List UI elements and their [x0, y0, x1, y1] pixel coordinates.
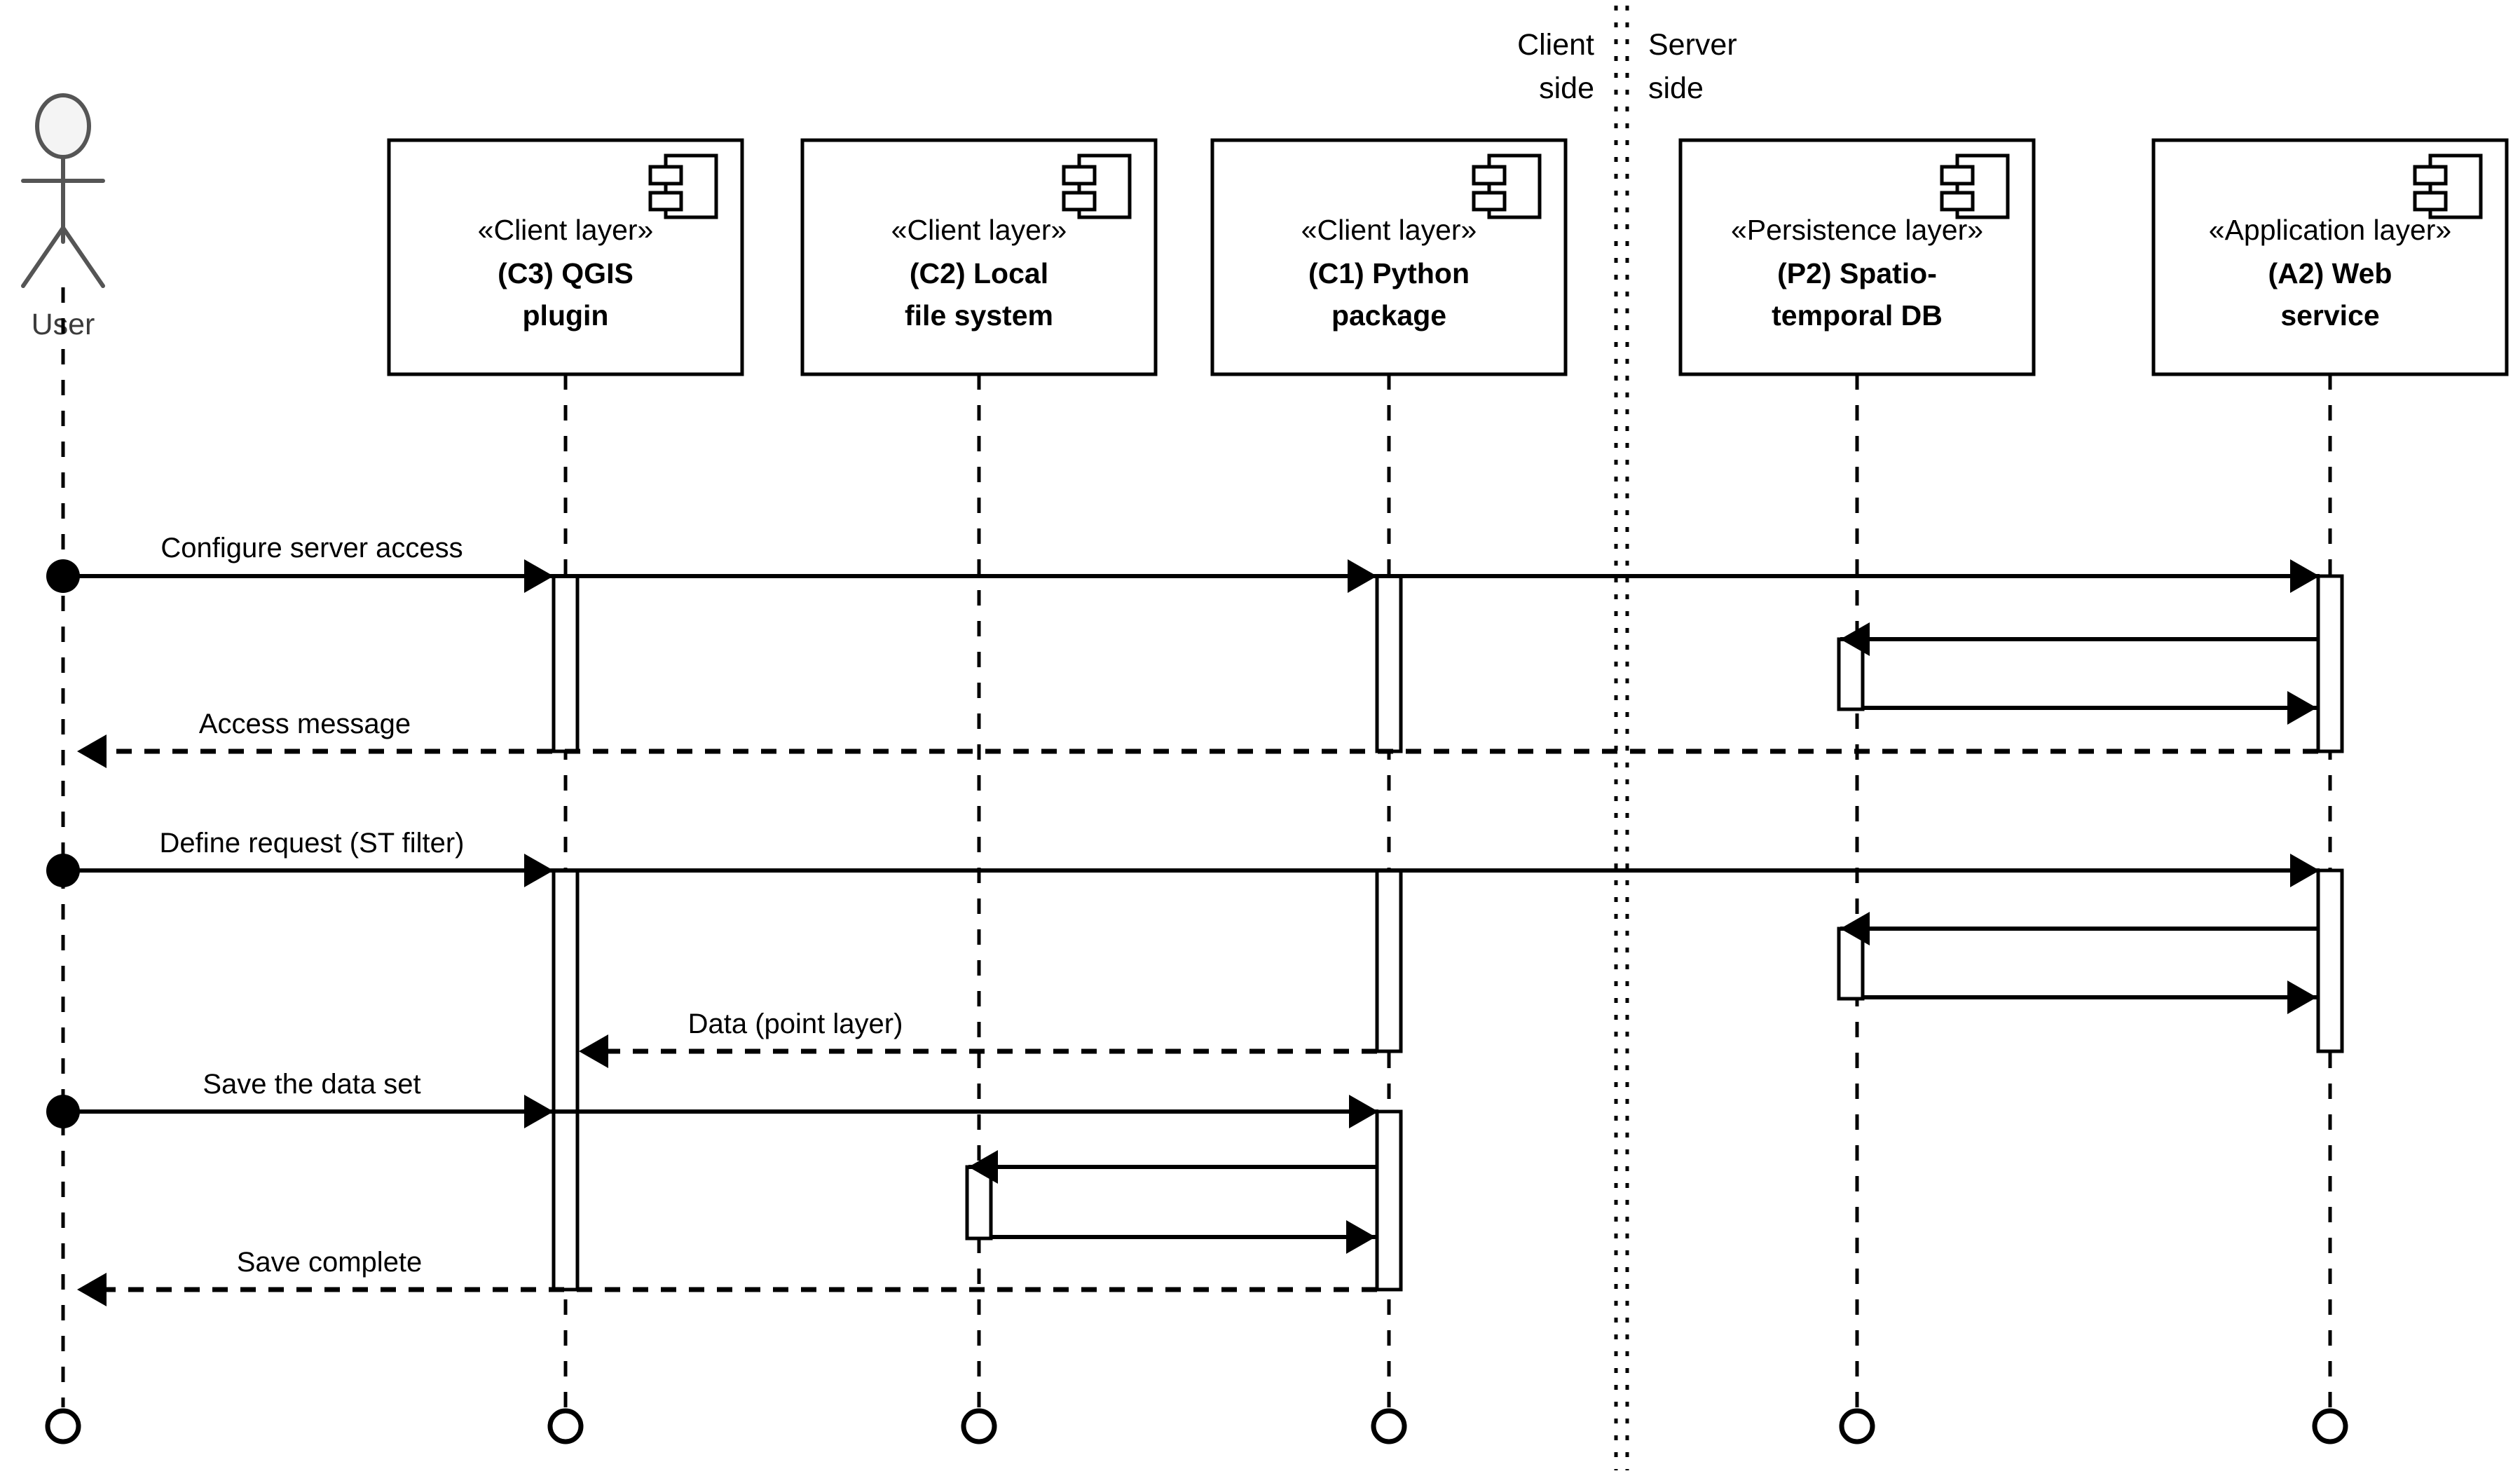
participant-c2-name-line2: file system — [905, 299, 1053, 332]
actor-head-icon — [35, 93, 91, 159]
participant-c1[interactable]: «Client layer» (C1) Python package — [1210, 138, 1568, 376]
lifeline-end-c3 — [547, 1408, 584, 1444]
message-label-9: Save the data set — [203, 1069, 420, 1100]
activation-c1-3 — [1375, 1109, 1403, 1292]
component-icon — [1940, 153, 2010, 219]
participant-c3[interactable]: «Client layer» (C3) QGIS plugin — [387, 138, 744, 376]
participant-c1-stereotype: «Client layer» — [1301, 214, 1477, 246]
server-side-label-line2: side — [1648, 71, 1704, 105]
message-c1-to-c2[interactable] — [968, 1150, 1377, 1184]
message-label-1: Configure server access — [160, 533, 463, 563]
participant-a2[interactable]: «Application layer» (A2) Web service — [2151, 138, 2509, 376]
participant-c2-name-line1: (C2) Local — [910, 257, 1048, 289]
lifeline-end-c1 — [1371, 1408, 1407, 1444]
activation-p2-1 — [1837, 637, 1865, 711]
message-p2-to-a2-1[interactable] — [1863, 691, 2317, 725]
message-label-5: Define request (ST filter) — [160, 828, 465, 859]
message-label-8: Data (point layer) — [688, 1009, 903, 1039]
message-configure-server-access[interactable]: Configure server access — [46, 533, 2320, 593]
message-save-the-data-set[interactable]: Save the data set — [46, 1069, 1378, 1128]
activation-c3-1 — [552, 574, 580, 753]
participant-p2-name-line2: temporal DB — [1772, 299, 1943, 332]
message-a2-to-p2-1[interactable] — [1840, 622, 2318, 656]
component-icon — [2413, 153, 2483, 219]
participant-a2-name-line1: (A2) Web — [2268, 257, 2392, 289]
participant-c2[interactable]: «Client layer» (C2) Local file system — [800, 138, 1158, 376]
component-icon — [1062, 153, 1132, 219]
server-side-label-line1: Server — [1648, 28, 1737, 62]
participant-a2-stereotype: «Application layer» — [2209, 214, 2451, 246]
component-icon — [1472, 153, 1542, 219]
lifeline-end-p2 — [1839, 1408, 1875, 1444]
participant-a2-name-line2: service — [2280, 299, 2379, 332]
message-label-12: Save complete — [237, 1247, 423, 1278]
participant-p2-name-line1: (P2) Spatio- — [1777, 257, 1937, 289]
message-save-complete[interactable]: Save complete — [77, 1247, 1377, 1306]
activation-c1-2 — [1375, 868, 1403, 1053]
message-define-request[interactable]: Define request (ST filter) — [46, 828, 2320, 887]
message-data-point-layer[interactable]: Data (point layer) — [579, 1009, 1377, 1068]
activation-a2-1 — [2316, 574, 2344, 753]
message-c2-to-c1[interactable] — [991, 1220, 1376, 1254]
message-p2-to-a2-2[interactable] — [1863, 980, 2317, 1014]
message-label-4: Access message — [199, 709, 411, 739]
participant-c1-name-line2: package — [1331, 299, 1446, 332]
client-server-boundary — [1614, 6, 1629, 1470]
participant-c3-stereotype: «Client layer» — [478, 214, 654, 246]
lifeline-end-a2 — [2312, 1408, 2348, 1444]
activation-c3-2 — [552, 868, 580, 1292]
participant-p2-stereotype: «Persistence layer» — [1731, 214, 1983, 246]
activation-a2-2 — [2316, 868, 2344, 1053]
participant-c3-name-line2: plugin — [523, 299, 609, 332]
participant-p2[interactable]: «Persistence layer» (P2) Spatio- tempora… — [1678, 138, 2036, 376]
participant-c2-stereotype: «Client layer» — [891, 214, 1067, 246]
message-access-message[interactable]: Access message — [77, 709, 2318, 768]
client-side-label-line2: side — [1539, 71, 1594, 105]
actor-user[interactable]: User — [21, 93, 105, 341]
message-a2-to-p2-2[interactable] — [1840, 912, 2318, 945]
component-icon — [648, 153, 718, 219]
activation-c1-1 — [1375, 574, 1403, 753]
client-side-label-line1: Client — [1517, 28, 1594, 62]
participant-c3-name-line1: (C3) QGIS — [498, 257, 634, 289]
lifeline-end-c2 — [961, 1408, 997, 1444]
lifeline-end-user — [45, 1408, 81, 1444]
participant-c1-name-line1: (C1) Python — [1308, 257, 1470, 289]
